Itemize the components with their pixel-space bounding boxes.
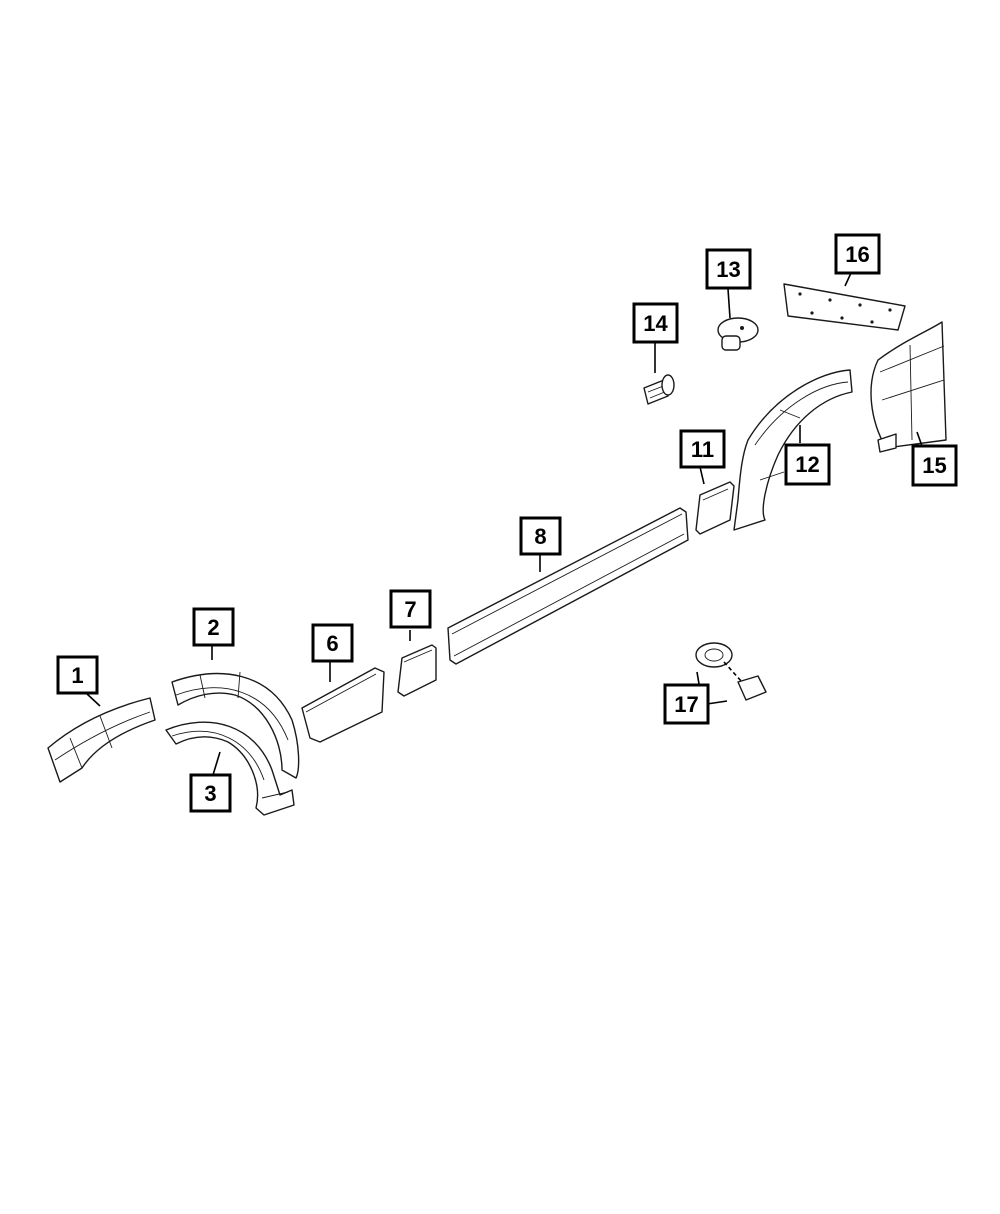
callout-17-label: 17 [674, 692, 698, 717]
callout-3: 3 [189, 773, 232, 813]
part-7-molding [397, 644, 437, 697]
callout-15-label: 15 [922, 453, 946, 478]
part-15-rear-quarter-extension [870, 321, 947, 453]
callout-16: 16 [834, 233, 881, 275]
callout-17: 17 [663, 683, 710, 725]
part-1-front-flare-extension [47, 697, 156, 783]
part-16-adhesive-strip [783, 283, 906, 331]
callout-11-label: 11 [691, 437, 714, 462]
callout-7: 7 [389, 589, 432, 629]
callout-1-label: 1 [71, 663, 83, 688]
callout-6-label: 6 [326, 631, 338, 656]
callout-16-label: 16 [845, 242, 869, 267]
part-2-front-wheel-flare [171, 671, 300, 779]
callout-2-label: 2 [207, 615, 219, 640]
callout-7-label: 7 [404, 597, 416, 622]
part-8-door-molding [447, 507, 689, 665]
part-17-clip-assembly [695, 642, 767, 701]
callout-12-label: 12 [795, 452, 819, 477]
part-3-front-flare-liner [165, 721, 295, 816]
callout-6: 6 [311, 623, 354, 663]
callout-2: 2 [192, 607, 235, 647]
callout-11: 11 [679, 429, 726, 469]
part-12-rear-wheel-flare [733, 369, 853, 531]
leader-lines [85, 272, 923, 776]
callout-3-label: 3 [204, 781, 216, 806]
part-14-push-pin [643, 374, 675, 405]
callout-1: 1 [56, 655, 99, 695]
callout-13-label: 13 [716, 257, 740, 282]
callout-8: 8 [519, 516, 562, 556]
callout-12: 12 [784, 443, 831, 486]
callout-8-label: 8 [534, 524, 546, 549]
part-11-molding [695, 481, 735, 535]
callout-13: 13 [705, 248, 752, 290]
callout-15: 15 [911, 444, 958, 487]
callout-14: 14 [632, 302, 679, 344]
part-13-fastener [717, 317, 759, 351]
callout-14-label: 14 [643, 311, 668, 336]
part-6-molding [301, 667, 385, 743]
